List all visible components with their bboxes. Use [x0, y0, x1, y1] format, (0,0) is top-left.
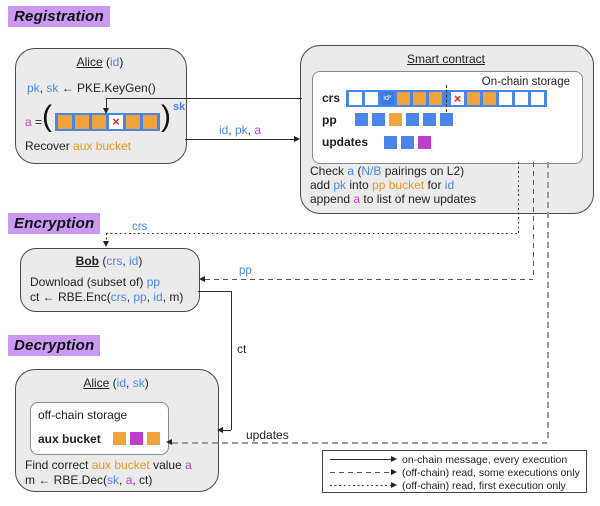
- white-cell: [499, 92, 512, 105]
- section-header-encryption: Encryption: [8, 213, 101, 234]
- crs-storage-visual: id* ×: [346, 85, 547, 112]
- encrypt-line: ct ← RBE.Enc(crs, pp, id, m): [30, 290, 184, 304]
- arrow-crs-read-label: crs: [132, 221, 148, 233]
- arrow-ct-vertical: [231, 291, 232, 430]
- orange-cell: [143, 115, 157, 129]
- blue-cell: [406, 113, 419, 126]
- alice-decryption-title: Alice (id, sk): [83, 376, 149, 390]
- contract-add-line: add pk into pp bucket for id: [310, 178, 455, 192]
- arrow-pp-read-line: [205, 279, 533, 281]
- decrypt-line: m ← RBE.Dec(sk, a, ct): [25, 473, 153, 487]
- orange-cell: [413, 92, 426, 105]
- white-cell: [515, 92, 528, 105]
- arrow-pp-read-label: pp: [239, 265, 252, 277]
- legend-dotted-label: (off-chain) read, first execution only: [402, 480, 566, 492]
- legend-dashed-line: [330, 472, 392, 474]
- blue-cell: [384, 136, 397, 149]
- arrow-updates-head: [166, 438, 172, 445]
- arrow-crs-to-bucket-drop: [106, 98, 107, 109]
- arrow-pp-read-head: [198, 275, 205, 282]
- orange-cell: [467, 92, 480, 105]
- arrow-updates-line: [172, 442, 547, 444]
- blue-cell: [423, 113, 436, 126]
- keygen-line: pk, sk ← PKE.KeyGen(): [27, 81, 156, 95]
- on-chain-storage-label: On-chain storage: [481, 76, 570, 88]
- contract-append-line: append a to list of new updates: [310, 192, 477, 206]
- paren-open: (: [42, 100, 52, 133]
- aux-bucket-storage-visual: [113, 432, 160, 445]
- pp-storage-visual: [355, 113, 453, 126]
- legend-dashed-label: (off-chain) read, some executions only: [402, 467, 580, 479]
- download-line: Download (subset of) pp: [30, 275, 161, 289]
- sk-superscript: sk: [173, 101, 186, 113]
- alice-registration-title: Alice (id): [76, 55, 124, 69]
- legend-solid-line: [330, 459, 392, 460]
- section-header-decryption: Decryption: [8, 335, 101, 356]
- pp-row-label: pp: [322, 113, 337, 127]
- updates-row-label: updates: [322, 135, 369, 149]
- orange-cell: [147, 432, 160, 445]
- find-bucket-line: Find correct aux bucket value a: [25, 458, 192, 472]
- white-cell: [365, 92, 378, 105]
- legend-dotted-line: [330, 485, 392, 487]
- arrow-crs-read-line: [106, 233, 518, 235]
- blue-cell: [355, 113, 368, 126]
- arrow-ct-head: [217, 426, 223, 433]
- orange-cell: [389, 113, 402, 126]
- off-chain-storage-label: off-chain storage: [38, 408, 128, 422]
- arrow-id-pk-a-line: [185, 139, 295, 140]
- crs-row-label: crs: [322, 91, 341, 105]
- arrow-updates-label: updates: [246, 428, 289, 442]
- deleted-slot-x-icon: ×: [109, 115, 123, 129]
- legend-dashed-arrowhead: [391, 468, 397, 475]
- legend-solid-arrowhead: [391, 455, 397, 462]
- off-chain-storage-box: [30, 402, 169, 455]
- bob-title: Bob (crs, id): [75, 254, 143, 268]
- bob-box: [20, 248, 200, 312]
- arrow-ct-top-line: [198, 291, 231, 292]
- orange-cell: [75, 115, 89, 129]
- id-star-cell: id*: [381, 92, 394, 105]
- blue-cell: [440, 113, 453, 126]
- white-cell: [531, 92, 544, 105]
- updates-read-vertical: [547, 162, 549, 442]
- blue-cell: [401, 136, 414, 149]
- section-header-registration: Registration: [8, 6, 110, 27]
- magenta-cell: [418, 136, 431, 149]
- cutoff-divider: [446, 85, 447, 112]
- arrow-ct-bottom-line: [223, 430, 231, 431]
- orange-cell: [113, 432, 126, 445]
- magenta-cell: [130, 432, 143, 445]
- white-cell: [349, 92, 362, 105]
- arrow-ct-label: ct: [237, 342, 247, 356]
- contract-check-line: Check a (N/B pairings on L2): [310, 164, 465, 178]
- arrow-id-pk-a-head: [294, 135, 300, 142]
- orange-cell: [126, 115, 140, 129]
- alice-registration-box: [15, 48, 187, 164]
- orange-cell: [58, 115, 72, 129]
- aux-bucket-visual: ×: [55, 113, 160, 131]
- arrow-crs-read-head: [103, 241, 109, 247]
- updates-storage-visual: [384, 136, 431, 149]
- deleted-slot-x-icon: ×: [451, 92, 464, 105]
- arrow-id-pk-a-label: id, pk, a: [218, 123, 262, 137]
- crs-read-vertical: [518, 162, 520, 233]
- orange-cell: [397, 92, 410, 105]
- arrow-crs-to-bucket-head: [103, 108, 109, 114]
- aux-bucket-label: aux bucket: [38, 432, 101, 446]
- orange-cell: [429, 92, 442, 105]
- orange-cell: [92, 115, 106, 129]
- recover-line: Recover aux bucket: [25, 139, 132, 153]
- arrow-crs-read-drop: [106, 233, 108, 243]
- pp-read-vertical: [533, 162, 535, 279]
- blue-cell: [372, 113, 385, 126]
- arrow-crs-to-bucket-line: [106, 98, 302, 99]
- paren-close: ): [161, 100, 171, 133]
- smart-contract-title: Smart contract: [406, 52, 486, 66]
- orange-cell: [483, 92, 496, 105]
- a-equals-label: a =: [25, 115, 43, 129]
- legend-dotted-arrowhead: [391, 481, 397, 488]
- legend-solid-label: on-chain message, every execution: [402, 454, 568, 466]
